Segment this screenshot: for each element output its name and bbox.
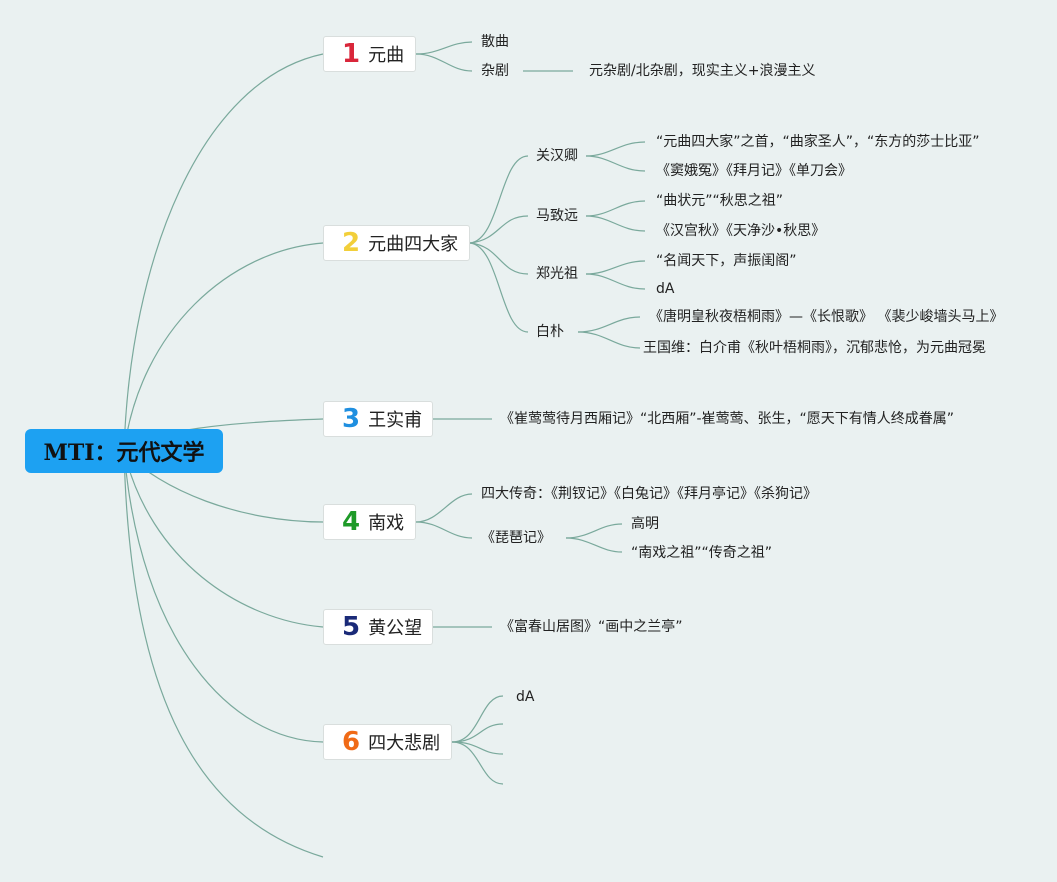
branch-label: 元曲四大家 <box>368 234 459 255</box>
topic-sanqu[interactable]: 散曲 <box>481 34 509 50</box>
topic-beiju-da[interactable]: dA <box>516 689 535 705</box>
edge-zheng-1 <box>585 260 646 275</box>
edge-root-2 <box>123 242 324 452</box>
branch-number: 5 <box>342 612 361 642</box>
branch-label: 元曲 <box>368 45 405 66</box>
edge-6-b <box>451 723 504 743</box>
edge-guan-2 <box>585 155 646 172</box>
topic-xixiang[interactable]: 《崔莺莺待月西厢记》“北西厢”-崔莺莺、张生，“愿天下有情人终成眷属” <box>500 411 955 427</box>
edge-bai-2 <box>577 331 641 349</box>
branch-number: 3 <box>342 404 361 434</box>
edge-root-1 <box>123 53 324 452</box>
branch-node-huang[interactable]: 5 黄公望 <box>323 609 433 645</box>
edge-6-d <box>451 741 504 785</box>
root-node[interactable]: MTI：元代文学 <box>25 429 223 473</box>
topic-sida-chuanqi[interactable]: 四大传奇：《荆钗记》《白兔记》《拜月亭记》《杀狗记》 <box>481 486 817 502</box>
branch-node-nanxi[interactable]: 4 南戏 <box>323 504 416 540</box>
edge-2-zheng <box>469 242 529 275</box>
edge-2-ma <box>469 215 529 244</box>
topic-ma-note[interactable]: “曲状元”“秋思之祖” <box>656 193 784 209</box>
branch-label: 黄公望 <box>368 618 423 639</box>
topic-bai-works[interactable]: 《唐明皇秋夜梧桐雨》—《长恨歌》 《裴少峻墙头马上》 <box>649 309 1004 325</box>
edge-2-bai <box>469 242 529 333</box>
topic-guan-works[interactable]: 《窦娥冤》《拜月记》《单刀会》 <box>656 163 852 179</box>
edge-root-6 <box>123 450 324 743</box>
branch-node-sidajia[interactable]: 2 元曲四大家 <box>323 225 470 261</box>
topic-ma-works[interactable]: 《汉宫秋》《天净沙•秋思》 <box>656 223 826 239</box>
edge-zheng-2 <box>585 273 646 290</box>
edge-guan-1 <box>585 141 646 157</box>
branch-number: 6 <box>342 727 361 757</box>
edge-4-pipa <box>415 521 473 539</box>
branch-node-wangshifu[interactable]: 3 王实甫 <box>323 401 433 437</box>
topic-pipa[interactable]: 《琵琶记》 <box>481 530 551 546</box>
edge-root-5 <box>123 450 324 628</box>
topic-guan[interactable]: 关汉卿 <box>536 148 578 164</box>
topic-zheng-note[interactable]: “名闻天下，声振闺阁” <box>656 253 797 269</box>
branch-number: 1 <box>342 39 361 69</box>
edge-4-sida <box>415 493 473 523</box>
topic-zheng[interactable]: 郑光祖 <box>536 266 578 282</box>
edge-bai-1 <box>577 316 641 333</box>
edge-6-a <box>451 695 504 743</box>
topic-ma[interactable]: 马致远 <box>536 208 578 224</box>
branch-number: 2 <box>342 228 361 258</box>
topic-pipa-author[interactable]: 高明 <box>631 516 659 532</box>
edge-ma-1 <box>585 200 646 217</box>
topic-pipa-note[interactable]: “南戏之祖”“传奇之祖” <box>631 545 773 561</box>
edge-1-sanqu <box>415 41 473 55</box>
topic-zheng-da[interactable]: dA <box>656 281 675 297</box>
branch-node-yuanqu[interactable]: 1 元曲 <box>323 36 416 72</box>
topic-zaju-note[interactable]: 元杂剧/北杂剧，现实主义+浪漫主义 <box>589 63 816 79</box>
edge-root-7 <box>123 450 324 858</box>
branch-label: 王实甫 <box>368 410 423 431</box>
edge-1-zaju <box>415 53 473 72</box>
branch-label: 南戏 <box>368 513 405 534</box>
root-label: MTI：元代文学 <box>43 440 205 466</box>
topic-bai[interactable]: 白朴 <box>536 324 564 340</box>
edge-ma-2 <box>585 215 646 232</box>
topic-guan-note[interactable]: “元曲四大家”之首，“曲家圣人”，“东方的莎士比亚” <box>656 134 980 150</box>
edge-pipa-2 <box>565 537 623 553</box>
edge-pipa-1 <box>565 523 623 539</box>
topic-bai-note[interactable]: 王国维：白介甫《秋叶梧桐雨》，沉郁悲怆，为元曲冠冕 <box>643 340 986 356</box>
branch-number: 4 <box>342 507 361 537</box>
branch-label: 四大悲剧 <box>368 733 441 754</box>
edge-2-guan <box>469 155 529 244</box>
topic-zaju[interactable]: 杂剧 <box>481 63 509 79</box>
branch-node-beiju[interactable]: 6 四大悲剧 <box>323 724 452 760</box>
topic-fuchun[interactable]: 《富春山居图》“画中之兰亭” <box>500 619 683 635</box>
